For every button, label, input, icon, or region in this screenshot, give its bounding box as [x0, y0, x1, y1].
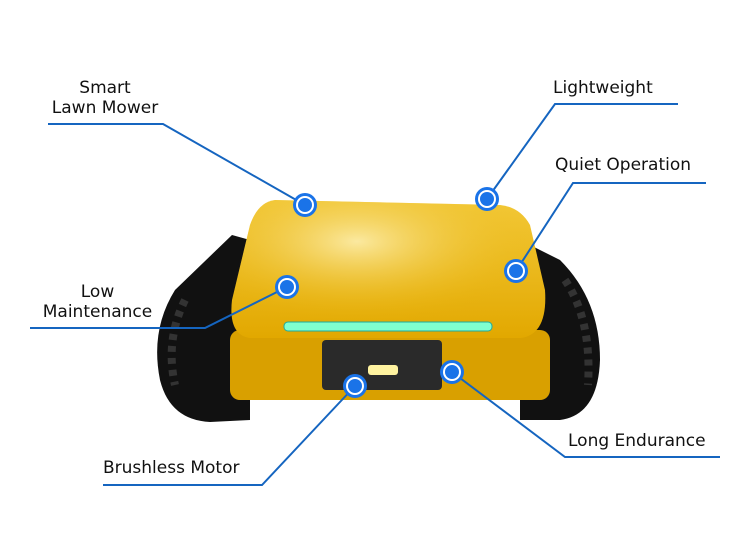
label-brushless-motor: Brushless Motor [103, 458, 240, 478]
label-line: Maintenance [42, 302, 153, 322]
callout-line-brushless [103, 385, 356, 486]
label-lightweight: Lightweight [553, 78, 653, 98]
label-smart-lawn-mower: Smart Lawn Mower [40, 78, 170, 118]
label-line: Smart [79, 78, 131, 98]
label-line: Lawn Mower [51, 98, 159, 118]
dot-low [275, 275, 299, 299]
callout-line-low [30, 286, 288, 329]
headlight [368, 365, 398, 375]
callout-lines [30, 103, 720, 486]
callout-line-lightweight [486, 103, 678, 200]
led-strip [283, 321, 493, 332]
label-quiet-operation: Quiet Operation [555, 155, 692, 175]
label-line: Low [80, 282, 115, 302]
dot-lightweight [475, 187, 499, 211]
dot-quiet [504, 259, 528, 283]
callout-line-smart [48, 123, 306, 206]
label-long-endurance: Long Endurance [568, 431, 706, 451]
dot-smart [293, 193, 317, 217]
dot-brushless [343, 374, 367, 398]
callout-line-endurance [451, 371, 720, 458]
callout-dots [275, 187, 528, 398]
dot-endurance [440, 360, 464, 384]
label-low-maintenance: Low Maintenance [30, 282, 165, 322]
callout-line-quiet [515, 182, 706, 272]
